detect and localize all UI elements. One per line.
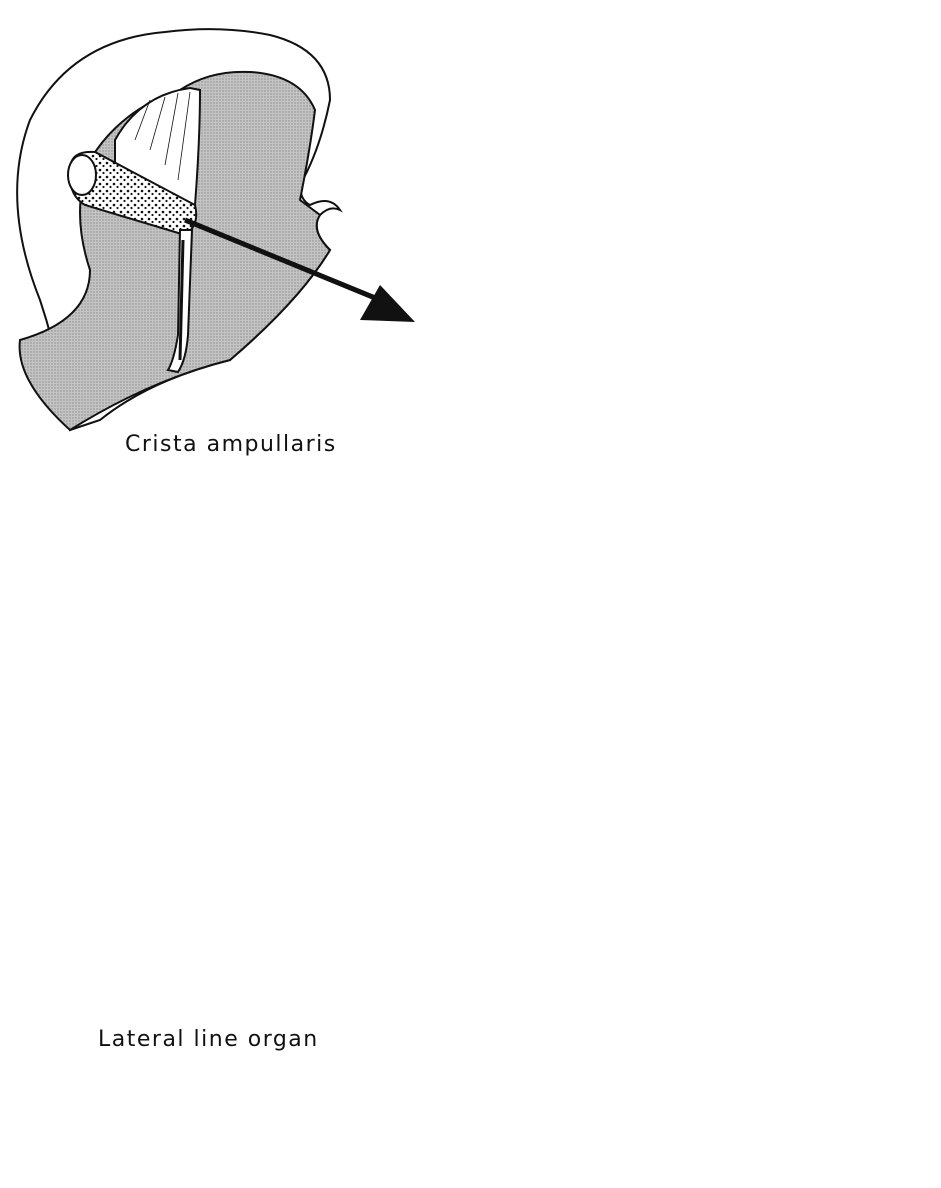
crista-ampullaris-panel [17, 29, 415, 430]
caption-crista-ampullaris: Crista ampullaris [125, 432, 337, 457]
caption-lateral-line-organ: Lateral line organ [98, 1027, 319, 1052]
